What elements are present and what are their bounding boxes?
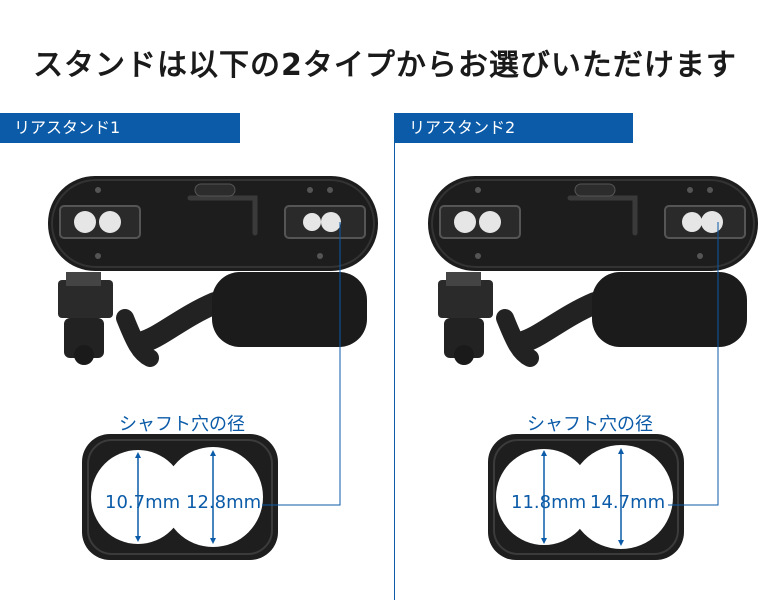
stand-1-shaft-title: シャフト穴の径 (119, 414, 245, 435)
stand-2-photo (428, 176, 758, 367)
stand-2-label: リアスタンド2 (395, 113, 633, 143)
stand-1-diameter-b: 12.8mm (186, 492, 262, 513)
stand-2-diameter-a: 11.8mm (511, 492, 587, 513)
stand-1-diameter-a: 10.7mm (105, 492, 181, 513)
stand-2-diameter-b: 14.7mm (590, 492, 666, 513)
stand-2-washer (488, 434, 684, 560)
column-divider (394, 113, 395, 600)
stand-2-shaft-title: シャフト穴の径 (527, 414, 653, 435)
stand-1-washer (82, 434, 278, 560)
page-headline: スタンドは以下の2タイプからお選びいただけます (33, 48, 737, 83)
stand-1-label: リアスタンド1 (0, 113, 240, 143)
stand-1-photo (48, 176, 378, 367)
